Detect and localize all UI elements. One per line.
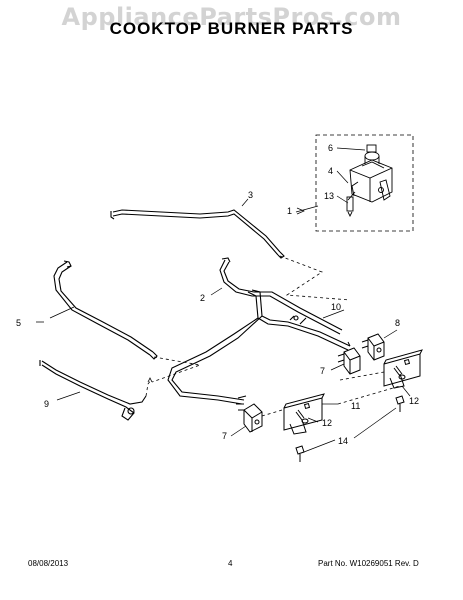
tube-5 xyxy=(53,260,158,360)
page-title: COOKTOP BURNER PARTS xyxy=(109,19,354,38)
tube-2 xyxy=(219,257,343,335)
watermark: AppliancePartsPros.com xyxy=(61,3,402,31)
callout-5: 5 xyxy=(16,318,21,328)
footer-part-number: Part No. W10269051 Rev. D xyxy=(318,559,419,568)
callout-9: 9 xyxy=(44,399,49,409)
valve-7-upper xyxy=(337,341,361,375)
valve-assembly xyxy=(346,144,393,218)
callout-12-lower: 12 xyxy=(322,418,332,428)
screw-12-right xyxy=(393,365,406,380)
callout-13: 13 xyxy=(324,191,334,201)
callout-7-lower: 7 xyxy=(222,431,227,441)
bracket-11-lower xyxy=(283,393,325,435)
callout-14: 14 xyxy=(338,436,348,446)
callout-10: 10 xyxy=(331,302,341,312)
screw-14-right xyxy=(395,395,405,412)
callout-7-upper: 7 xyxy=(320,366,325,376)
footer-page-number: 4 xyxy=(228,559,233,568)
callout-3: 3 xyxy=(248,190,253,200)
screw-12-lower xyxy=(295,409,309,424)
callout-2: 2 xyxy=(200,293,205,303)
inset-dashed-box xyxy=(315,134,414,232)
callout-12-right: 12 xyxy=(409,396,419,406)
callout-4: 4 xyxy=(328,166,333,176)
valve-8 xyxy=(361,333,385,361)
bracket-11-right xyxy=(383,349,423,389)
callout-1: 1 xyxy=(287,206,292,216)
tube-9 xyxy=(39,360,147,421)
callout-labels: 6 4 13 1 3 2 10 8 5 7 9 11 12 12 7 14 xyxy=(16,143,419,446)
callout-8: 8 xyxy=(395,318,400,328)
manifold-10 xyxy=(167,289,351,405)
footer-date: 08/08/2013 xyxy=(28,559,69,568)
callout-11: 11 xyxy=(351,401,360,411)
tube-3 xyxy=(110,209,285,259)
callout-6: 6 xyxy=(328,143,333,153)
valve-7-lower xyxy=(236,395,263,433)
screw-14-lower xyxy=(295,445,305,462)
